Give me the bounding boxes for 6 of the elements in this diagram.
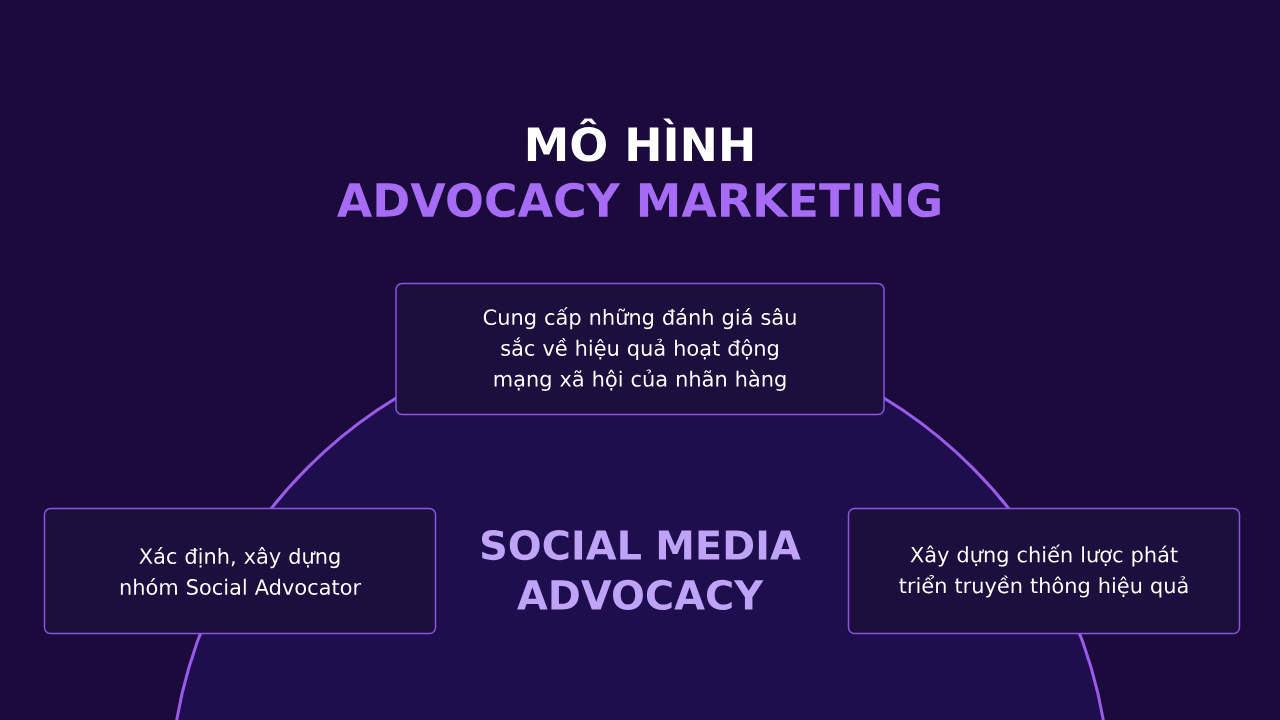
text-box: Cung cấp những đánh giá sâu sắc về hiệu quả hoạt động mạng xã hội của nhãn hàng [395, 282, 885, 416]
text-box: Xây dựng chiến lược phát triển truyền thông hiệu quả [847, 507, 1241, 635]
subtitle: ADVOCACY MARKETING [337, 182, 940, 218]
text-box: Xác định, xây dựng nhóm Social Advocator [43, 507, 437, 635]
title: MÔ HÌNH [527, 118, 753, 162]
center-heading: SOCIAL MEDIA ADVOCACY [481, 530, 801, 610]
